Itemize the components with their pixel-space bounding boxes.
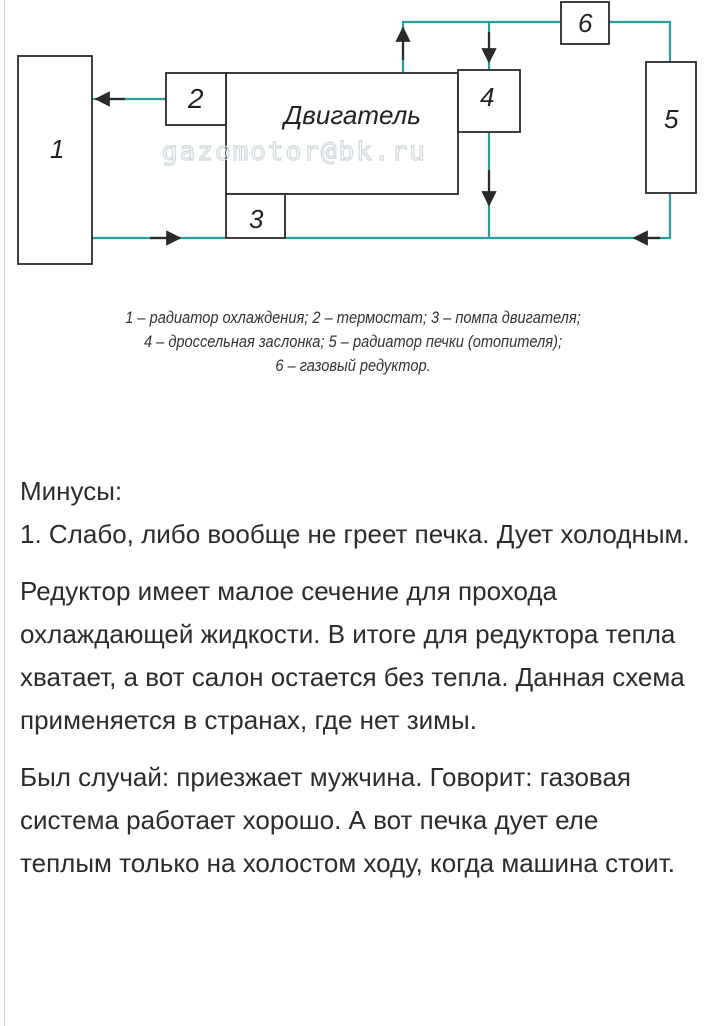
radiator-box: [17, 55, 93, 265]
engine-box: [225, 72, 459, 195]
radiator-label: 1: [50, 134, 64, 164]
pipe-reducer-to-heater: [609, 20, 672, 62]
cooling-system-diagram: gazomotor@bk.ru 1 2 Двигатель 3 4 5 6: [17, 1, 697, 265]
pump-label: 3: [249, 204, 264, 234]
paragraph-2: Редуктор имеет малое сечение для прохода…: [20, 576, 685, 735]
pump-box: [225, 193, 286, 239]
pipe-engine-top-to-reducer: [401, 20, 561, 73]
paragraph-3: Был случай: приезжает мужчина. Говорит: …: [20, 762, 675, 878]
section-heading-minuses: Минусы:: [20, 476, 123, 506]
caption-line-3: 6 – газовый редуктор.: [275, 356, 431, 375]
pipe-heater-to-bottom: [285, 193, 672, 240]
paragraph-1: 1. Слабо, либо вообще не греет печка. Ду…: [20, 519, 690, 549]
engine-label: Двигатель: [281, 100, 421, 130]
gas-reducer-box: [560, 1, 610, 45]
page-left-border: [4, 0, 5, 1026]
thermostat-box: [165, 72, 227, 126]
thermostat-label: 2: [187, 83, 204, 114]
caption-line-1: 1 – радиатор охлаждения; 2 – термостат; …: [125, 308, 581, 327]
heater-radiator-box: [645, 61, 697, 194]
article-body: Минусы: 1. Слабо, либо вообще не греет п…: [20, 470, 690, 899]
heater-radiator-label: 5: [664, 104, 679, 134]
watermark-text: gazomotor@bk.ru: [162, 137, 427, 167]
throttle-box: [457, 69, 521, 133]
flow-arrows: [94, 26, 660, 246]
diagram-caption: 1 – радиатор охлаждения; 2 – термостат; …: [49, 306, 656, 378]
gas-reducer-label: 6: [578, 8, 593, 38]
throttle-label: 4: [480, 82, 494, 112]
caption-line-2: 4 – дроссельная заслонка; 5 – радиатор п…: [143, 332, 563, 351]
